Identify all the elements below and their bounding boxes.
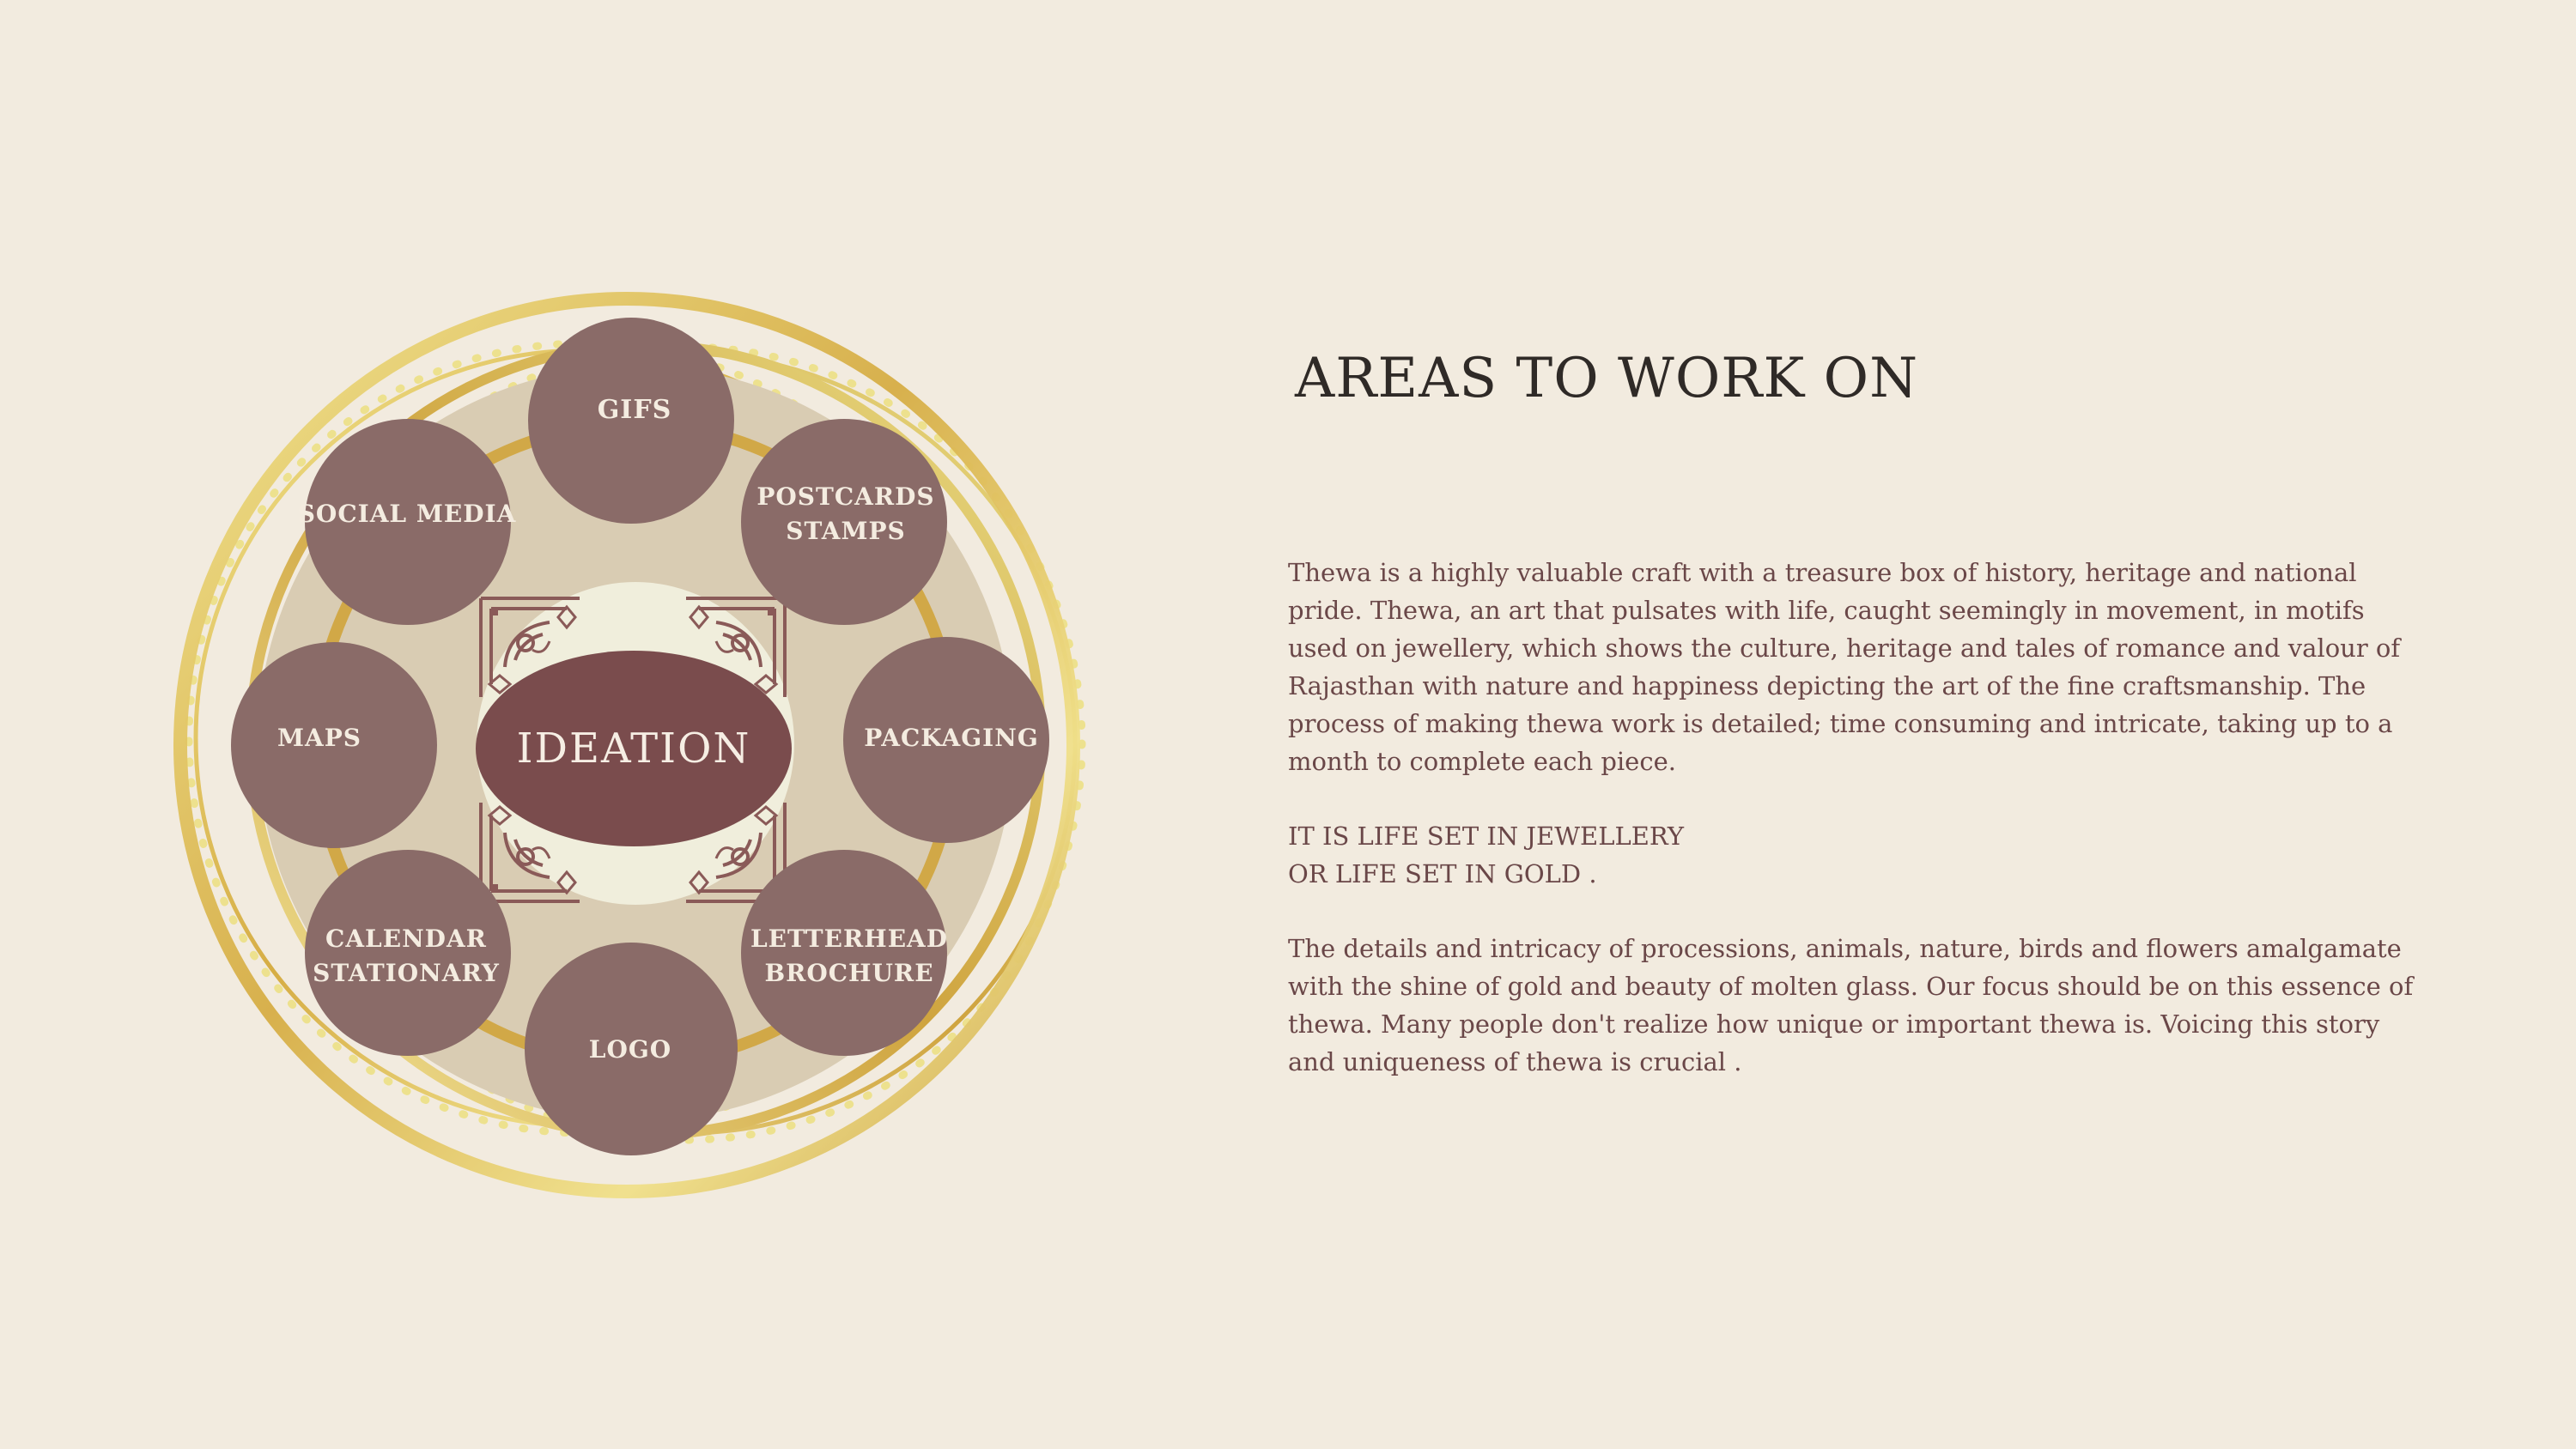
paragraph-line: month to complete each piece. <box>1288 747 1676 776</box>
node-gifs: GIFS <box>528 318 734 524</box>
ideation-diagram: IDEATION GIFS SOCIAL MEDIA POSTCARDS STA… <box>173 292 1086 1198</box>
paragraph-line: with the shine of gold and beauty of mol… <box>1288 972 2414 1001</box>
paragraph-line: process of making thewa work is detailed… <box>1288 709 2393 738</box>
node-gifs-label: GIFS <box>598 395 672 425</box>
node-social-media-label: SOCIAL MEDIA <box>298 500 517 528</box>
paragraph-line: Thewa is a highly valuable craft with a … <box>1288 558 2357 587</box>
paragraph-line: and uniqueness of thewa is crucial . <box>1288 1047 1742 1076</box>
node-packaging: PACKAGING <box>843 637 1049 843</box>
ideation-label: IDEATION <box>517 724 751 773</box>
tagline-line: IT IS LIFE SET IN JEWELLERY <box>1288 822 1684 851</box>
node-logo-label: LOGO <box>589 1035 671 1064</box>
node-stamps-label: STAMPS <box>786 517 906 545</box>
thewa-description-paragraph: Thewa is a highly valuable craft with a … <box>1288 554 2401 780</box>
node-social-media: SOCIAL MEDIA <box>298 419 517 625</box>
paragraph-line: The details and intricacy of processions… <box>1288 934 2402 963</box>
node-postcards-label: POSTCARDS <box>756 482 934 511</box>
paragraph-line: pride. Thewa, an art that pulsates with … <box>1288 596 2365 625</box>
node-brochure-label: BROCHURE <box>764 959 933 987</box>
node-letterhead-label: LETTERHEAD <box>750 925 948 953</box>
node-packaging-label: PACKAGING <box>864 724 1038 752</box>
node-calendar-stationary: CALENDAR STATIONARY <box>305 850 511 1056</box>
focus-paragraph: The details and intricacy of processions… <box>1288 930 2414 1081</box>
node-maps: MAPS <box>231 642 437 848</box>
paragraph-line: Rajasthan with nature and happiness depi… <box>1288 671 2366 700</box>
node-logo: LOGO <box>525 943 738 1155</box>
node-calendar-label: CALENDAR <box>325 925 487 953</box>
paragraph-line: thewa. Many people don't realize how uni… <box>1288 1009 2380 1039</box>
node-letterhead-brochure: LETTERHEAD BROCHURE <box>741 850 948 1056</box>
node-maps-label: MAPS <box>277 724 361 752</box>
paragraph-line: used on jewellery, which shows the cultu… <box>1288 634 2401 663</box>
ideation-center-oval <box>476 651 792 846</box>
node-stationary-label: STATIONARY <box>313 959 500 987</box>
tagline-line: OR LIFE SET IN GOLD . <box>1288 859 1597 888</box>
tagline: IT IS LIFE SET IN JEWELLERY OR LIFE SET … <box>1288 817 2370 893</box>
slide-title: AREAS TO WORK ON <box>1295 347 1919 410</box>
node-postcards-stamps: POSTCARDS STAMPS <box>741 419 947 625</box>
gold-ring-outer <box>173 292 1080 1198</box>
